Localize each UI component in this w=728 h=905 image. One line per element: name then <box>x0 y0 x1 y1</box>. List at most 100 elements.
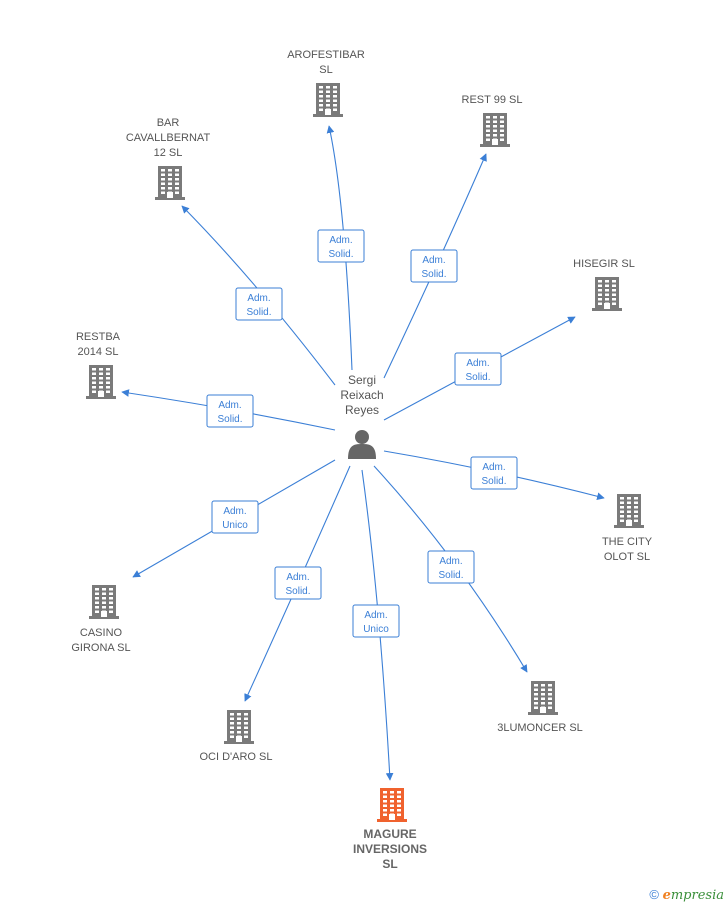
relation-text: Adm. <box>439 556 462 567</box>
building-window <box>168 182 172 185</box>
building-window <box>99 372 103 375</box>
building-icon-arofestibar[interactable] <box>313 83 343 117</box>
company-label-magure[interactable]: INVERSIONS <box>353 842 427 856</box>
building-window <box>109 592 113 595</box>
building-window <box>605 289 609 292</box>
building-window <box>534 706 538 709</box>
building-window <box>161 187 165 190</box>
building-door <box>626 520 632 526</box>
building-window <box>620 519 624 522</box>
relation-badge-bar-cavallbernat[interactable]: Adm.Solid. <box>235 287 283 321</box>
building-window <box>500 120 504 123</box>
building-window <box>548 702 552 705</box>
building-icon-bar-cavallbernat[interactable] <box>155 166 185 200</box>
relation-badge-restba[interactable]: Adm.Solid. <box>206 394 254 428</box>
building-window <box>102 606 106 609</box>
building-window <box>634 515 638 518</box>
company-label-casino-girona[interactable]: GIRONA SL <box>71 642 130 654</box>
building-window <box>244 717 248 720</box>
company-label-bar-cavallbernat[interactable]: 12 SL <box>154 147 183 159</box>
company-label-hisegir[interactable]: HISEGIR SL <box>573 258 635 270</box>
building-window <box>620 515 624 518</box>
person-head <box>355 430 369 444</box>
company-label-bar-cavallbernat[interactable]: BAR <box>157 117 180 129</box>
relation-text: Adm. <box>466 358 489 369</box>
company-label-3lumoncer[interactable]: 3LUMONCER SL <box>497 722 583 734</box>
company-label-oci-daro[interactable]: OCI D'ARO SL <box>199 751 272 763</box>
company-label-the-city-olot[interactable]: THE CITY <box>602 536 653 548</box>
building-window <box>244 726 248 729</box>
building-window <box>548 688 552 691</box>
building-window <box>627 510 631 513</box>
building-door <box>101 611 107 617</box>
building-icon-casino-girona[interactable] <box>89 585 119 619</box>
building-window <box>598 289 602 292</box>
building-window <box>230 731 234 734</box>
building-window <box>109 610 113 613</box>
company-label-arofestibar[interactable]: SL <box>319 64 332 76</box>
building-window <box>319 99 323 102</box>
footer-brand[interactable]: © empresia <box>649 887 724 903</box>
person-name-line: Reixach <box>340 388 383 402</box>
relation-badge-rest99[interactable]: Adm.Solid. <box>410 249 458 283</box>
building-window <box>161 191 165 194</box>
relation-badge-arofestibar[interactable]: Adm.Solid. <box>317 229 365 263</box>
building-window <box>92 372 96 375</box>
building-window <box>244 735 248 738</box>
building-window <box>612 284 616 287</box>
building-window <box>99 386 103 389</box>
building-icon-3lumoncer[interactable] <box>528 681 558 715</box>
building-window <box>237 713 241 716</box>
relation-text: Adm. <box>223 506 246 517</box>
relation-badge-magure[interactable]: Adm.Unico <box>352 604 400 638</box>
building-window <box>500 125 504 128</box>
company-label-casino-girona[interactable]: CASINO <box>80 627 123 639</box>
building-window <box>319 95 323 98</box>
building-window <box>168 178 172 181</box>
company-label-rest99[interactable]: REST 99 SL <box>462 94 523 106</box>
building-window <box>95 588 99 591</box>
building-window <box>244 713 248 716</box>
building-base <box>89 616 119 619</box>
company-label-arofestibar[interactable]: AROFESTIBAR <box>287 49 365 61</box>
building-window <box>92 377 96 380</box>
company-label-restba[interactable]: RESTBA <box>76 331 121 343</box>
building-window <box>390 809 394 812</box>
building-icon-rest99[interactable] <box>480 113 510 147</box>
relation-text: Solid. <box>421 269 446 280</box>
relation-text: Solid. <box>246 307 271 318</box>
building-window <box>390 804 394 807</box>
relation-badge-the-city-olot[interactable]: Adm.Solid. <box>470 456 518 490</box>
building-icon-magure[interactable] <box>377 788 407 822</box>
relation-badge-3lumoncer[interactable]: Adm.Solid. <box>427 550 475 584</box>
building-window <box>109 588 113 591</box>
company-label-restba[interactable]: 2014 SL <box>78 346 119 358</box>
relation-text: Adm. <box>218 400 241 411</box>
building-window <box>397 809 401 812</box>
relations-layer: Adm.Solid.Adm.Solid.Adm.Solid.Adm.Solid.… <box>206 229 518 638</box>
building-icon-oci-daro[interactable] <box>224 710 254 744</box>
building-window <box>237 731 241 734</box>
building-icon-hisegir[interactable] <box>592 277 622 311</box>
building-icon-restba[interactable] <box>86 365 116 399</box>
building-window <box>397 791 401 794</box>
building-window <box>390 800 394 803</box>
relation-badge-casino-girona[interactable]: Adm.Unico <box>211 500 259 534</box>
company-label-magure[interactable]: MAGURE <box>363 827 416 841</box>
building-window <box>397 795 401 798</box>
building-icon-the-city-olot[interactable] <box>614 494 644 528</box>
building-window <box>333 90 337 93</box>
company-label-bar-cavallbernat[interactable]: CAVALLBERNAT <box>126 132 211 144</box>
company-label-magure[interactable]: SL <box>382 857 397 871</box>
company-label-the-city-olot[interactable]: OLOT SL <box>604 551 650 563</box>
relation-text: Adm. <box>482 462 505 473</box>
building-window <box>326 90 330 93</box>
relation-badge-hisegir[interactable]: Adm.Solid. <box>454 352 502 386</box>
building-door <box>604 303 610 309</box>
relation-badge-oci-daro[interactable]: Adm.Solid. <box>274 566 322 600</box>
building-window <box>620 510 624 513</box>
person-icon[interactable] <box>348 430 376 459</box>
building-window <box>493 125 497 128</box>
building-window <box>168 169 172 172</box>
